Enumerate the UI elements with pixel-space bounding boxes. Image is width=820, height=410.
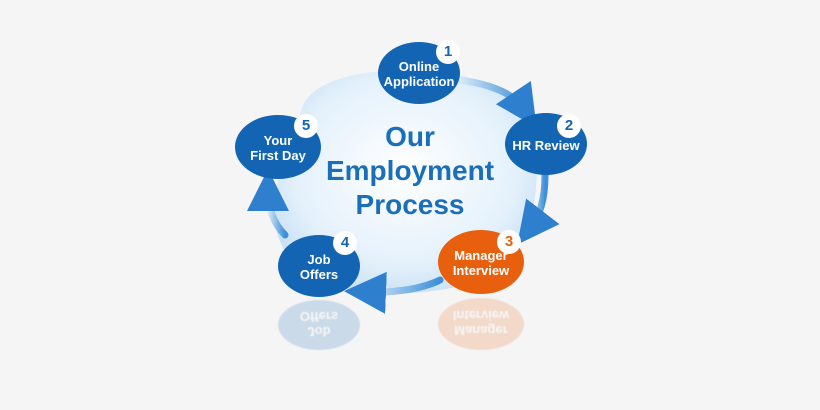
arrow-1-to-2	[456, 76, 537, 128]
step-hr-review: HR Review	[505, 113, 587, 175]
step-1-number: 1	[436, 40, 460, 64]
step-5-number: 5	[294, 114, 318, 138]
step-3-number: 3	[497, 230, 521, 254]
step-1-label: Online Application	[383, 59, 455, 89]
step-2-number: 2	[557, 114, 581, 138]
diagram-title: Our Employment Process	[305, 120, 515, 222]
arrow-3-to-4	[344, 271, 444, 314]
title-line-2: Employment	[325, 155, 495, 186]
step-4-reflection: Job Offers	[278, 300, 360, 350]
step-2-label: HR Review	[512, 137, 580, 153]
title-line-1: Our	[385, 121, 435, 152]
arrow-4-to-5	[247, 169, 290, 239]
step-4-label: Job Offers	[299, 252, 339, 282]
arrow-2-to-3	[517, 171, 560, 245]
step-3-label: Manager Interview	[452, 248, 510, 278]
step-4-number: 4	[333, 231, 357, 255]
title-line-3: Process	[355, 189, 465, 220]
step-5-label: Your First Day	[250, 133, 306, 163]
step-3-reflection: Manager Interview	[438, 298, 524, 350]
